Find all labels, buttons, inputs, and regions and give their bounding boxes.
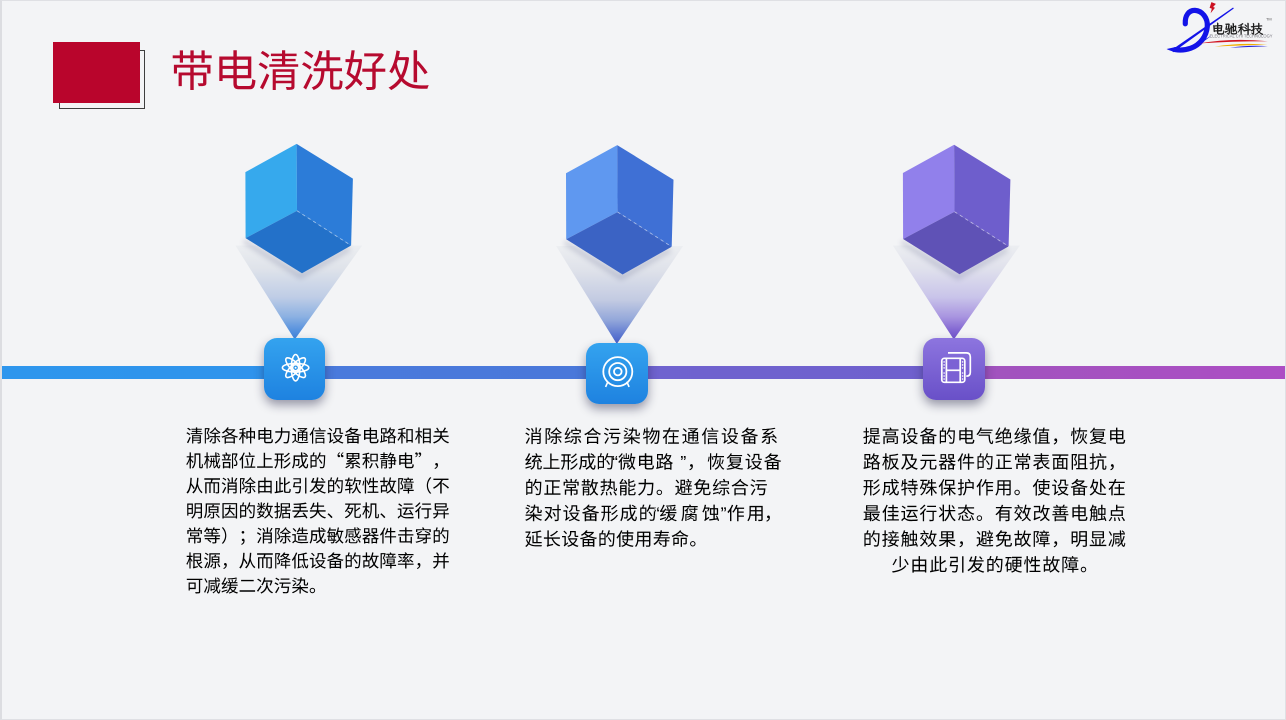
- svg-text:ELECTRICAL CHI TECHNOLOGY: ELECTRICAL CHI TECHNOLOGY: [1210, 34, 1273, 39]
- svg-text:TM: TM: [1266, 17, 1272, 22]
